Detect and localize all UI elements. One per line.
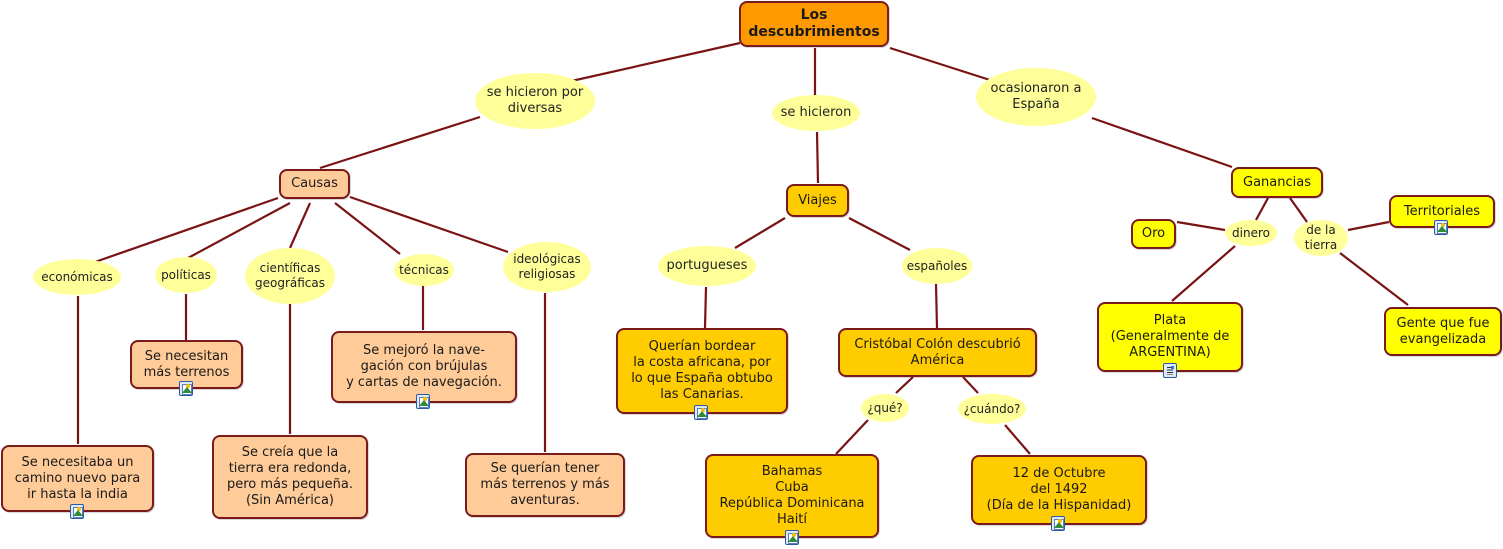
concept-places[interactable]: Bahamas Cuba República Dominicana Haití <box>705 454 879 538</box>
linking-phrase-political[interactable]: políticas <box>155 257 217 293</box>
concept-gains[interactable]: Ganancias <box>1231 167 1323 198</box>
link-line <box>703 286 708 329</box>
link-line <box>1171 245 1236 302</box>
link-line <box>288 202 312 249</box>
concept-technical-detail[interactable]: Se mejoró la nave- gación con brújulas y… <box>331 331 517 403</box>
linking-phrase-land[interactable]: de la tierra <box>1294 220 1348 256</box>
link-line <box>734 217 786 249</box>
concept-portuguese-detail[interactable]: Querían bordear la costa africana, por l… <box>616 328 788 414</box>
link-line <box>815 131 820 184</box>
concept-trips[interactable]: Viajes <box>786 184 849 217</box>
concept-economic-detail[interactable]: Se necesitaba un camino nuevo para ir ha… <box>1 445 154 512</box>
link-line <box>1091 116 1233 169</box>
linking-phrase-scientific[interactable]: científicas geográficas <box>245 248 335 304</box>
image-resource-icon[interactable] <box>70 504 84 519</box>
image-resource-icon[interactable] <box>785 530 799 545</box>
image-resource-icon[interactable] <box>694 405 708 420</box>
concept-columbus[interactable]: Cristóbal Colón descubrió América <box>838 328 1037 377</box>
link-line <box>349 195 509 254</box>
linking-phrase-spanish[interactable]: españoles <box>902 248 972 284</box>
concept-evangelized[interactable]: Gente que fue evangelizada <box>1384 307 1502 356</box>
link-line <box>848 217 911 251</box>
image-resource-icon[interactable] <box>1051 516 1065 531</box>
link-line <box>1289 197 1308 223</box>
concept-causes[interactable]: Causas <box>279 169 350 199</box>
link-line <box>187 202 291 259</box>
linking-phrase-causes[interactable]: se hicieron por diversas <box>475 73 595 129</box>
linking-phrase-ideological[interactable]: ideológicas religiosas <box>503 242 591 292</box>
link-line <box>934 283 939 329</box>
image-resource-icon[interactable] <box>179 381 193 396</box>
image-resource-icon[interactable] <box>416 394 430 409</box>
linking-phrase-money[interactable]: dinero <box>1225 220 1277 246</box>
link-line <box>334 202 401 255</box>
image-resource-icon[interactable] <box>1434 220 1448 235</box>
link-line <box>566 41 741 84</box>
linking-phrase-technical[interactable]: técnicas <box>394 254 454 286</box>
link-line <box>1255 197 1269 221</box>
link-line <box>319 115 481 170</box>
concept-date[interactable]: 12 de Octubre del 1492 (Día de la Hispan… <box>971 455 1147 525</box>
linking-phrase-gains[interactable]: ocasionaron a España <box>976 68 1096 126</box>
concept-gold[interactable]: Oro <box>1131 219 1176 249</box>
linking-phrase-economic[interactable]: económicas <box>33 259 121 295</box>
linking-phrase-when[interactable]: ¿cuándo? <box>958 394 1026 424</box>
linking-phrase-portuguese[interactable]: portugueses <box>658 246 756 286</box>
linking-phrase-trips[interactable]: se hicieron <box>772 95 860 131</box>
concept-silver[interactable]: Plata (Generalmente de ARGENTINA) <box>1097 302 1243 372</box>
link-line <box>1176 220 1226 232</box>
linking-phrase-what[interactable]: ¿qué? <box>861 394 909 422</box>
link-line <box>835 419 869 455</box>
concept-ideological-detail[interactable]: Se querían tener más terrenos y más aven… <box>465 453 625 517</box>
link-line <box>889 46 991 82</box>
document-resource-icon[interactable] <box>1163 363 1177 378</box>
link-line <box>962 376 979 394</box>
link-line <box>94 196 279 264</box>
link-line <box>1004 424 1031 455</box>
link-line <box>1347 220 1390 232</box>
concept-political-detail[interactable]: Se necesitan más terrenos <box>130 340 243 389</box>
concept-scientific-detail[interactable]: Se creía que la tierra era redonda, pero… <box>212 435 368 519</box>
link-line <box>1339 252 1409 306</box>
link-line <box>895 376 914 394</box>
root-concept[interactable]: Los descubrimientos <box>739 1 889 47</box>
